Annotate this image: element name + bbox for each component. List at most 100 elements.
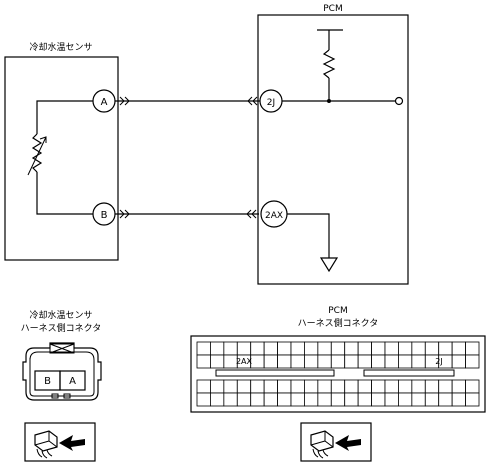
pcm-pin-cell [290, 341, 305, 356]
pcm-pin-cell [277, 341, 292, 356]
pcm-pin-cell [330, 379, 346, 394]
pcm-connector: 2AX 2J [190, 335, 486, 413]
pcm-pin-cell [357, 392, 372, 407]
sensor-title: 冷却水温センサ [29, 41, 92, 53]
pcm-pin-cell [357, 354, 372, 369]
sensor-connector: B A [22, 342, 102, 401]
pcm-pin-cell [384, 379, 399, 394]
pcm-pin-cell [344, 379, 359, 394]
terminal-2j: 2J [259, 89, 283, 113]
pcm-pin-cell [384, 341, 399, 356]
pcm-pin-cell [465, 392, 480, 407]
pcm-pin-cell [250, 341, 265, 356]
sensor-connector-title-2: ハーネス側コネクタ [21, 322, 102, 334]
sensor-connector-title-1: 冷却水温センサ [29, 309, 92, 321]
pcm-connector-row-top [196, 341, 480, 369]
pcm-pin-cell [411, 354, 426, 369]
pcm-pin-cell [344, 341, 359, 356]
pcm-pin-cell [210, 379, 225, 394]
terminal-2ax: 2AX [260, 200, 288, 228]
pcm-pin-cell [196, 379, 211, 394]
pcm-pin-cell [398, 379, 413, 394]
pcm-pin-cell [236, 341, 252, 356]
pcm-pin-cell [398, 341, 413, 356]
sensor-pin-a: A [69, 376, 76, 387]
pcm-pin-cell [250, 379, 265, 394]
pcm-pin-cell [330, 354, 346, 369]
svg-text:2J: 2J [267, 98, 275, 108]
pcm-pin-cell [223, 341, 238, 356]
pcm-pin-cell [384, 354, 399, 369]
pcm-pin-cell [304, 379, 319, 394]
pcm-pin-cell [210, 392, 225, 407]
pcm-pin-cell [210, 354, 225, 369]
terminal-b: B [92, 202, 116, 226]
pcm-pin-cell [236, 392, 252, 407]
pcm-pin-cell [223, 379, 238, 394]
pcm-pin-cell [317, 379, 332, 394]
pcm-pin-cell [371, 341, 386, 356]
pcm-pin-cell [317, 354, 332, 369]
pcm-pin-cell [263, 392, 278, 407]
pcm-pin-cell [250, 354, 265, 369]
thermistor-icon [27, 100, 93, 215]
pcm-pin-cell [398, 354, 413, 369]
pcm-pin-cell [304, 354, 319, 369]
pcm-pin-cell [451, 392, 466, 407]
pcm-pin-cell [371, 392, 386, 407]
svg-text:2AX: 2AX [265, 211, 283, 221]
pcm-pin-cell [263, 354, 278, 369]
pcm-connector-title-1: PCM [328, 306, 347, 316]
pcm-pin-cell [371, 354, 386, 369]
wire-b-2ax [115, 209, 259, 219]
ground-icon [287, 213, 339, 273]
pcm-pin-cell [465, 354, 480, 369]
pcm-pin-cell [277, 379, 292, 394]
pcm-pin-cell [250, 392, 265, 407]
pcm-pin-cell [317, 341, 332, 356]
terminal-a: A [92, 89, 116, 113]
pcm-pin-cell [223, 392, 238, 407]
pcm-pin-2j: 2J [435, 357, 442, 366]
pcm-pin-cell [451, 379, 466, 394]
pcm-box [257, 14, 409, 285]
svg-text:A: A [101, 97, 108, 108]
pcm-pin-cell [424, 341, 440, 356]
pcm-pin-cell [330, 392, 346, 407]
pcm-pin-cell [465, 379, 480, 394]
pcm-pin-cell [384, 392, 399, 407]
pcm-pin-cell [277, 354, 292, 369]
pcm-pin-cell [424, 379, 440, 394]
pcm-pin-cell [438, 379, 453, 394]
sensor-pin-b: B [44, 376, 51, 387]
pcm-pin-cell [330, 341, 346, 356]
pcm-pin-cell [465, 341, 480, 356]
wire-a-2j [115, 96, 260, 106]
pcm-pin-cell [357, 379, 372, 394]
connector-probe-icon [300, 422, 372, 462]
pcm-pin-cell [317, 392, 332, 407]
pcm-pin-cell [196, 354, 211, 369]
pcm-pin-cell [263, 379, 278, 394]
connector-probe-icon [24, 422, 96, 462]
sensor-box [4, 56, 119, 261]
pcm-pin-cell [438, 392, 453, 407]
pcm-pin-cell [398, 392, 413, 407]
pcm-pin-cell [411, 392, 426, 407]
pcm-connector-title-2: ハーネス側コネクタ [298, 317, 379, 329]
pcm-connector-row-bottom [196, 379, 480, 407]
pcm-pin-cell [344, 392, 359, 407]
pcm-pin-cell [290, 354, 305, 369]
output-node-icon [394, 96, 404, 106]
pcm-pin-cell [451, 354, 466, 369]
pcm-pin-cell [344, 354, 359, 369]
pcm-pin-cell [424, 392, 440, 407]
pcm-pin-cell [451, 341, 466, 356]
pcm-pin-cell [290, 379, 305, 394]
pcm-pin-cell [371, 379, 386, 394]
pcm-pin-cell [196, 341, 211, 356]
pullup-resistor-icon [317, 29, 343, 103]
pcm-pin-cell [290, 392, 305, 407]
pcm-pin-cell [210, 341, 225, 356]
